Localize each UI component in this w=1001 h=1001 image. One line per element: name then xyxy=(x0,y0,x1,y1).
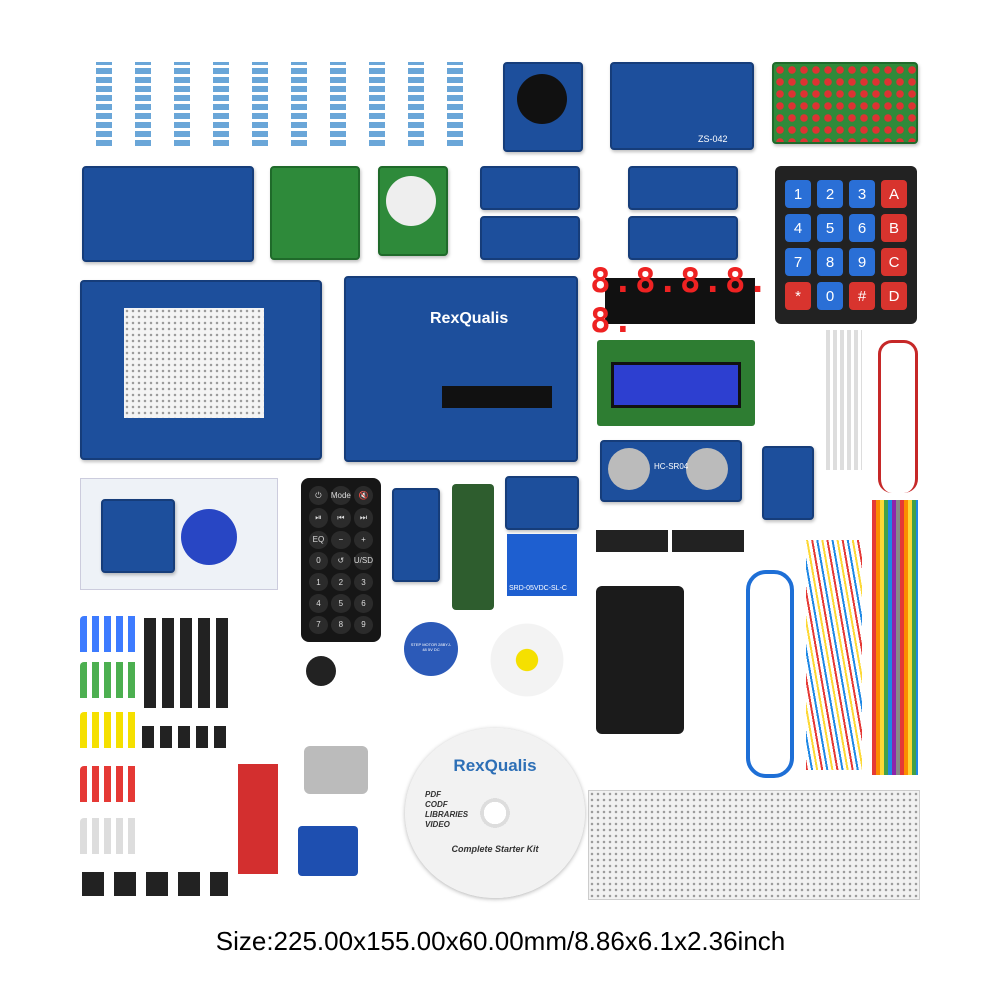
key: 7 xyxy=(785,248,811,276)
rtc-label: ZS-042 xyxy=(698,134,728,144)
remote-button: 3 xyxy=(353,573,373,592)
dc-motor xyxy=(304,746,368,794)
rtc-module: ZS-042 xyxy=(610,62,754,150)
membrane-keypad: 1 2 3 A 4 5 6 B 7 8 9 C * 0 # D xyxy=(775,166,917,324)
key: 1 xyxy=(785,180,811,208)
power-adapter xyxy=(596,586,684,734)
stepper-driver-board xyxy=(270,166,360,260)
servo-motor xyxy=(298,826,358,876)
usb-cable xyxy=(746,570,794,778)
sound-sensor xyxy=(628,166,738,210)
fan-blade xyxy=(482,620,572,700)
key: B xyxy=(881,214,907,242)
green-leds xyxy=(80,662,140,698)
key: 8 xyxy=(817,248,843,276)
remote-button: ⏯ xyxy=(309,508,328,528)
remote-button: EQ xyxy=(309,530,328,549)
key: 3 xyxy=(849,180,875,208)
cd-item: LIBRARIES xyxy=(425,810,469,819)
resistor-bundle xyxy=(90,62,470,146)
remote-button: 6 xyxy=(353,594,373,613)
remote-button: 4 xyxy=(309,594,328,613)
key: A xyxy=(881,180,907,208)
ultrasonic-label: HC-SR04 xyxy=(654,462,689,471)
pir-sensor xyxy=(378,166,448,256)
breadboard xyxy=(588,790,920,900)
water-level-sensor xyxy=(238,764,278,874)
remote-button: 5 xyxy=(330,594,351,613)
cd-item: CODF xyxy=(425,800,448,809)
cd-subtitle: Complete Starter Kit xyxy=(451,844,539,854)
dupont-wire-ribbon xyxy=(872,500,918,775)
remote-button: − xyxy=(330,530,351,549)
jumper-wires xyxy=(806,540,862,770)
seven-segment-display: 8.8.8.8. 8. xyxy=(590,261,770,341)
power-supply-module xyxy=(82,166,254,262)
stepper-label: STEP MOTOR 28BYJ-48 5V DC xyxy=(410,642,452,652)
remote-button: ⏭ xyxy=(353,508,373,528)
dht11-sensor xyxy=(480,166,580,210)
capacitors xyxy=(144,618,228,708)
white-leds xyxy=(80,818,140,854)
transistors xyxy=(142,726,230,748)
prototype-shield xyxy=(80,280,322,460)
key: 4 xyxy=(785,214,811,242)
lcd1602-display xyxy=(597,340,755,426)
red-leds xyxy=(80,766,140,802)
ultrasonic-sensor: HC-SR04 xyxy=(600,440,742,502)
remote-button: 9 xyxy=(353,615,373,634)
remote-button: 8 xyxy=(330,615,351,634)
cd-item: PDF xyxy=(425,790,441,799)
size-caption: Size:225.00x155.00x60.00mm/8.86x6.1x2.36… xyxy=(215,926,786,956)
blue-leds xyxy=(80,616,140,652)
remote-button: + xyxy=(353,530,373,549)
key: 6 xyxy=(849,214,875,242)
uno-board: RexQualis xyxy=(344,276,578,462)
rotary-encoder xyxy=(628,216,738,260)
relay-module: SRD-05VDC-SL-C xyxy=(507,534,577,596)
soil-sensor-module xyxy=(392,488,440,582)
rfid-card xyxy=(80,478,278,590)
ic-chip xyxy=(596,530,668,552)
remote-button: ⏻ xyxy=(309,486,328,506)
relay-label: SRD-05VDC-SL-C xyxy=(509,585,567,592)
cd-brand: RexQualis xyxy=(453,756,537,775)
remote-button: U/SD xyxy=(353,551,373,571)
sensor-module xyxy=(480,216,580,260)
key: * xyxy=(785,282,811,310)
remote-button: 2 xyxy=(330,573,351,592)
cd-item: VIDEO xyxy=(425,820,450,829)
software-cd: RexQualis PDF CODF LIBRARIES VIDEO Compl… xyxy=(405,728,585,898)
remote-button: Mode xyxy=(330,486,351,506)
key: 2 xyxy=(817,180,843,208)
key: 9 xyxy=(849,248,875,276)
remote-button: ↺ xyxy=(330,551,351,571)
remote-button: 1 xyxy=(309,573,328,592)
battery-clip xyxy=(878,340,918,493)
key: C xyxy=(881,248,907,276)
key: D xyxy=(881,282,907,310)
keypad-ribbon-cable xyxy=(826,330,862,470)
accelerometer-module xyxy=(505,476,579,530)
cd-contents: PDF CODF LIBRARIES VIDEO xyxy=(425,790,468,830)
push-buttons xyxy=(82,872,228,896)
ic-chip xyxy=(672,530,744,552)
ir-remote: ⏻ Mode 🔇 ⏯ ⏮ ⏭ EQ − + 0 ↺ U/SD 1 2 3 4 5… xyxy=(301,478,381,642)
key: 5 xyxy=(817,214,843,242)
remote-button: ⏮ xyxy=(330,508,351,528)
yellow-leds xyxy=(80,712,140,748)
stepper-motor: STEP MOTOR 28BYJ-48 5V DC xyxy=(404,622,458,676)
key: 0 xyxy=(817,282,843,310)
soil-moisture-probe xyxy=(452,484,494,610)
buzzer xyxy=(306,656,336,686)
led-matrix-module xyxy=(772,62,918,144)
remote-button: 7 xyxy=(309,615,328,634)
remote-button: 0 xyxy=(309,551,328,571)
joystick-module xyxy=(503,62,583,152)
key: # xyxy=(849,282,875,310)
remote-button: 🔇 xyxy=(353,486,373,506)
uno-brand: RexQualis xyxy=(430,310,509,327)
gas-sensor xyxy=(762,446,814,520)
